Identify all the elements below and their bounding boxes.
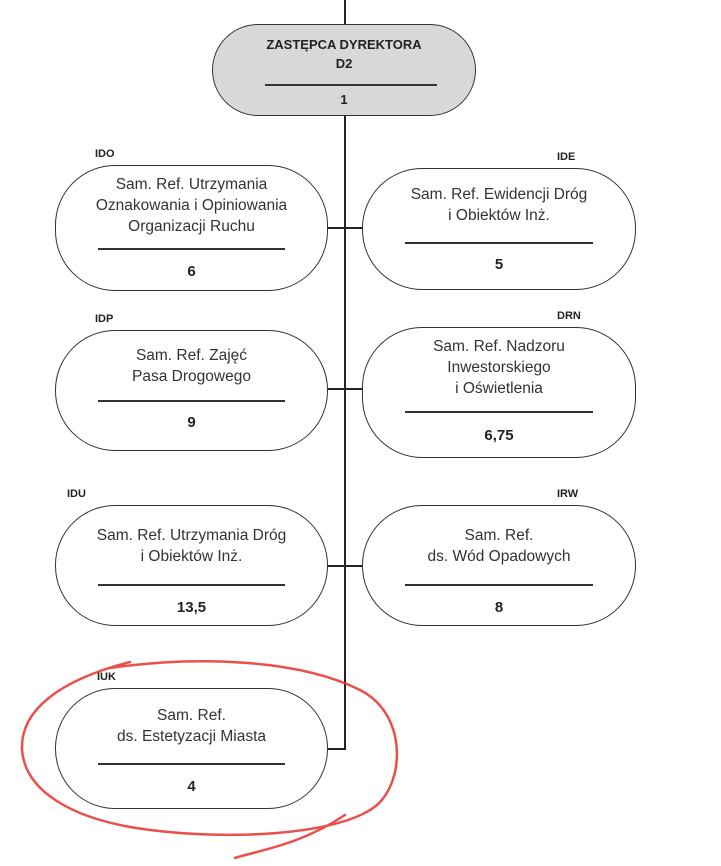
title-line: ZASTĘPCA DYREKTORA	[266, 37, 422, 52]
unit-name-line: i Oświetlenia	[455, 380, 543, 397]
separator	[98, 763, 285, 765]
separator	[98, 248, 285, 250]
unit-name-line: Sam. Ref. Nadzoru	[433, 338, 565, 355]
headcount: 6	[187, 263, 196, 280]
headcount: 13,5	[176, 599, 207, 616]
unit-box-iuk: Sam. Ref. ds. Estetyzacji Miasta 4	[55, 688, 328, 809]
unit-name-line: Organizacji Ruchu	[128, 218, 255, 235]
unit-name-line: Sam. Ref. Zajęć	[135, 347, 248, 364]
unit-name-line: ds. Estetyzacji Miasta	[116, 728, 267, 745]
headcount: 4	[187, 778, 196, 795]
unit-name-line: i Obiektów Inż.	[448, 207, 550, 224]
unit-code: DRN	[557, 310, 581, 322]
connector-row2	[327, 388, 363, 390]
headcount: 6,75	[484, 427, 514, 444]
unit-code: IDE	[557, 151, 576, 163]
separator	[98, 400, 285, 402]
title-line: D2	[335, 56, 353, 71]
unit-code: IDO	[95, 148, 115, 160]
unit-name-line: Pasa Drogowego	[132, 368, 251, 385]
unit-name-line: i Obiektów Inż.	[140, 548, 243, 565]
unit-code: IRW	[557, 488, 579, 500]
unit-name-line: Sam. Ref. Ewidencji Dróg	[410, 186, 588, 203]
unit-code: IUK	[97, 671, 116, 683]
unit-box-irw: Sam. Ref. ds. Wód Opadowych 8	[362, 505, 636, 626]
connector-row3	[327, 565, 363, 567]
unit-box-idu: Sam. Ref. Utrzymania Dróg i Obiektów Inż.…	[55, 505, 328, 626]
unit-name: Sam. Ref. ds. Wód Opadowych	[363, 525, 635, 567]
unit-name: Sam. Ref. ds. Estetyzacji Miasta	[56, 705, 327, 747]
headcount: 8	[494, 599, 504, 616]
unit-name-line: Inwestorskiego	[447, 359, 551, 376]
separator	[405, 242, 593, 244]
separator	[265, 84, 437, 86]
unit-name-line: Sam. Ref. Utrzymania	[115, 176, 268, 193]
connector-row1	[327, 227, 363, 229]
unit-box-ide: Sam. Ref. Ewidencji Dróg i Obiektów Inż. 5	[362, 168, 636, 290]
deputy-director-box: ZASTĘPCA DYREKTORA D2 1	[212, 24, 476, 116]
unit-name-line: Sam. Ref.	[464, 527, 534, 544]
unit-name-line: ds. Wód Opadowych	[427, 548, 571, 565]
unit-code: IDP	[95, 313, 114, 325]
unit-name-line: Sam. Ref.	[157, 707, 226, 724]
unit-code: IDU	[67, 488, 86, 500]
headcount: 9	[187, 414, 196, 431]
separator	[405, 411, 593, 413]
deputy-director-title: ZASTĘPCA DYREKTORA D2	[213, 35, 475, 73]
separator	[405, 584, 593, 586]
headcount: 1	[340, 92, 348, 107]
unit-name-line: Oznakowania i Opiniowania	[95, 197, 288, 214]
headcount: 5	[494, 256, 504, 273]
unit-name-line: Sam. Ref. Utrzymania Dróg	[96, 527, 287, 544]
main-connector	[344, 0, 346, 750]
connector-row4	[327, 748, 346, 750]
separator	[98, 584, 285, 586]
unit-name: Sam. Ref. Utrzymania Dróg i Obiektów Inż.	[56, 525, 327, 567]
unit-name: Sam. Ref. Ewidencji Dróg i Obiektów Inż.	[363, 184, 635, 226]
